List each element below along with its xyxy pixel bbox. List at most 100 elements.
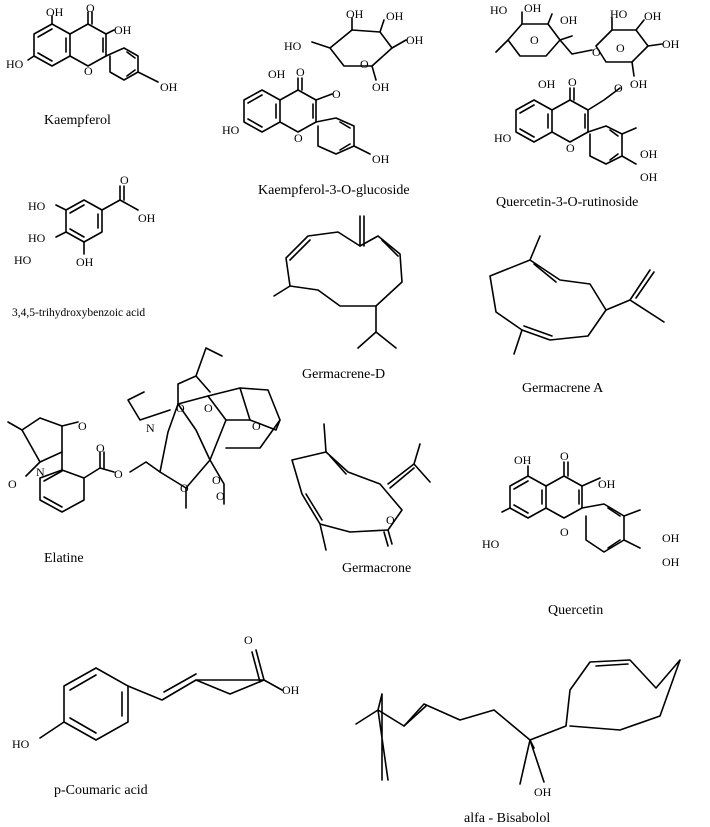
bond-lines	[501, 465, 529, 513]
bond-lines	[37, 28, 67, 62]
hydroxyl-label: OH	[514, 453, 532, 467]
quercetin-structure: OH O OH HO O OH OH	[482, 449, 680, 569]
compound-name-kaempferol: Kaempferol	[44, 113, 111, 128]
kaempferol-3-o-glucoside-structure: HO OH OH OH O OH OH O O HO O OH	[222, 7, 424, 166]
ring-oxygen-label: O	[84, 64, 93, 78]
ester-oxygen-label: O	[114, 467, 123, 481]
bond-lines	[377, 703, 535, 749]
bond-lines	[607, 507, 621, 549]
bond-lines	[263, 679, 283, 691]
ether-oxygen-label: O	[204, 401, 213, 415]
bond-lines	[387, 443, 431, 489]
bond-lines	[177, 403, 211, 461]
carbonyl-oxygen-label: O	[86, 1, 95, 15]
compound-name-germacrene-a: Germacrene A	[522, 381, 604, 396]
ether-oxygen-label: O	[180, 481, 189, 495]
bond-lines	[513, 480, 543, 514]
hydroxyl-label: OH	[372, 80, 390, 94]
bond-lines	[305, 455, 347, 521]
carbonyl-oxygen-label: O	[78, 419, 87, 433]
bond-lines	[69, 204, 99, 238]
compound-name-kaempferol-3-o-glucoside: Kaempferol-3-O-glucoside	[258, 183, 410, 198]
bond-lines	[319, 523, 327, 551]
bond-lines	[315, 117, 355, 155]
compound-name-germacrone: Germacrone	[342, 561, 411, 576]
germacrene-a-structure	[489, 235, 665, 355]
bond-lines	[43, 470, 63, 508]
bond-lines	[551, 99, 589, 143]
carbonyl-oxygen-label: O	[96, 441, 105, 455]
bond-lines	[353, 145, 371, 155]
hydroxyl-label: HO	[12, 737, 30, 751]
bond-lines	[581, 503, 625, 553]
bond-lines	[225, 387, 281, 449]
bond-lines	[529, 235, 541, 261]
bond-lines	[513, 329, 523, 355]
bond-lines	[195, 347, 223, 377]
bond-lines	[291, 451, 403, 533]
hydroxyl-label: OH	[346, 7, 364, 21]
bond-lines	[623, 509, 641, 549]
bond-lines	[7, 421, 79, 477]
ring-oxygen-label: O	[360, 57, 369, 71]
p-coumaric-acid-structure: O OH HO	[12, 633, 300, 751]
bond-lines	[127, 679, 265, 701]
bond-lines	[355, 693, 389, 781]
bond-lines	[289, 239, 399, 261]
bond-lines	[207, 387, 251, 421]
hydroxyl-label: HO	[482, 537, 500, 551]
bond-lines	[65, 199, 103, 243]
hydroxyl-label: OH	[76, 255, 94, 269]
hydroxyl-label: OH	[598, 477, 616, 491]
bond-lines	[357, 305, 397, 349]
bond-lines	[519, 104, 549, 138]
bond-lines	[311, 17, 407, 81]
ether-oxygen-label: O	[176, 401, 185, 415]
compound-name-p-coumaric-acid: p-Coumaric acid	[54, 783, 148, 798]
hydroxyl-label: OH	[160, 80, 178, 94]
hydroxyl-label: OH	[138, 211, 156, 225]
bond-lines	[359, 215, 365, 247]
bond-lines	[243, 89, 281, 133]
bond-lines	[297, 77, 303, 91]
ring-oxygen-label: O	[616, 41, 625, 55]
carbonyl-oxygen-label: O	[568, 75, 577, 89]
carbonyl-oxygen-label: O	[8, 477, 17, 491]
bond-lines	[273, 285, 291, 297]
carbonyl-oxygen-label: O	[244, 633, 253, 647]
bond-lines	[69, 674, 123, 734]
bond-lines	[323, 423, 327, 453]
elatine-structure: O N O O O N O O O O O O	[7, 347, 281, 513]
germacrene-d-structure	[273, 215, 403, 349]
glycosidic-oxygen-label: O	[592, 45, 601, 59]
carbonyl-oxygen-label: O	[296, 65, 305, 79]
bond-lines	[39, 721, 65, 739]
ring-oxygen-label: O	[560, 525, 569, 539]
hydroxyl-label: OH	[524, 1, 542, 15]
ring-oxygen-label: O	[530, 33, 539, 47]
bond-lines	[55, 204, 85, 255]
bond-lines	[105, 47, 139, 81]
bond-lines	[545, 475, 583, 519]
quercetin-3-o-rutinoside-structure: HO OH OH O O HO OH OH O OH OH O O HO O O…	[490, 1, 680, 184]
bond-lines	[339, 121, 351, 151]
compound-name-elatine: Elatine	[44, 551, 84, 566]
hydroxyl-label: OH	[560, 13, 578, 27]
bond-lines	[129, 461, 161, 473]
hydroxyl-label: OH	[114, 23, 132, 37]
hydroxyl-label: HO	[610, 7, 628, 21]
gallic-acid-structure: O OH HO HO HO OH	[14, 173, 156, 269]
bond-lines	[315, 93, 333, 101]
compound-name-quercetin-3-o-rutinoside: Quercetin-3-O-rutinoside	[496, 195, 638, 210]
bond-lines	[611, 17, 663, 77]
bond-lines	[27, 15, 115, 61]
ring-oxygen-label: O	[294, 131, 303, 145]
bond-lines	[285, 231, 403, 307]
hydroxyl-label: OH	[386, 9, 404, 23]
hydroxyl-label: OH	[640, 170, 658, 184]
bond-lines	[609, 129, 619, 161]
ether-oxygen-label: O	[216, 489, 225, 503]
compound-name-germacrene-d: Germacrene-D	[302, 367, 385, 382]
hydroxyl-label: OH	[46, 5, 64, 19]
